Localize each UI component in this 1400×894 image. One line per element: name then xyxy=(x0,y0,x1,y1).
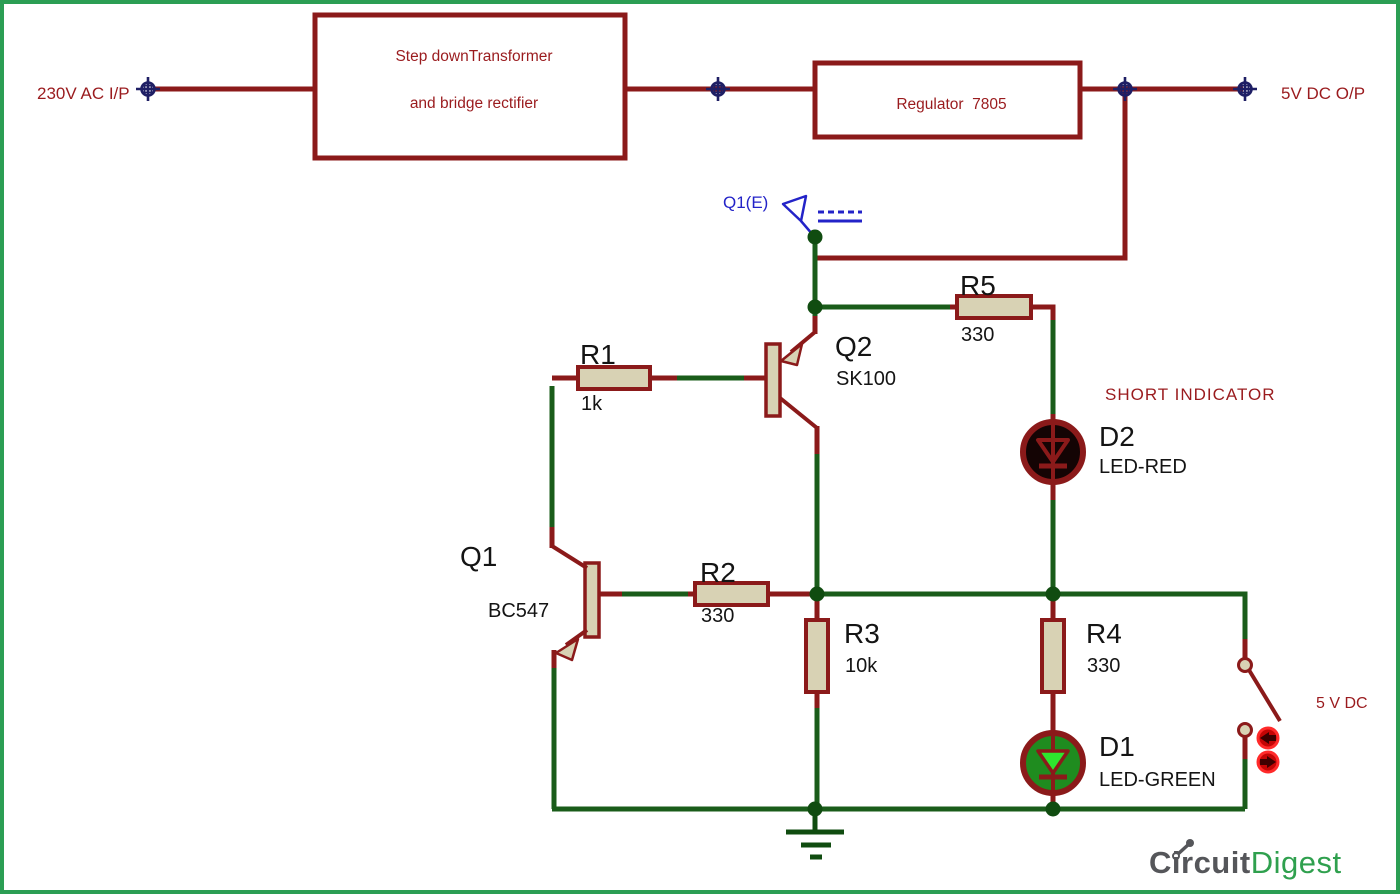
r4-ref-label: R4 xyxy=(1086,618,1122,649)
resistor-r4 xyxy=(1040,618,1066,694)
resistor-r2 xyxy=(693,581,770,607)
q2-emitter-arrow-icon xyxy=(779,342,804,367)
transistor-q2 xyxy=(764,330,819,430)
r3-value-label: 10k xyxy=(845,655,878,677)
r1-ref-label: R1 xyxy=(580,339,616,370)
r2-ref-label: R2 xyxy=(700,557,736,588)
ac-input-label: 230V AC I/P xyxy=(37,84,130,103)
regulator-block-box xyxy=(812,60,1083,140)
q2-ref-label: Q2 xyxy=(835,331,873,362)
resistor-r5 xyxy=(955,294,1033,320)
q2-value-label: SK100 xyxy=(836,368,897,390)
net-tag-q1e xyxy=(781,194,862,236)
component-stub-wires xyxy=(549,304,1248,807)
logo-word-circuit: Circuit xyxy=(1149,845,1251,880)
led-d1 xyxy=(1020,730,1086,796)
circuitdigest-logo: CircuitDigest xyxy=(1149,845,1342,881)
r1-value-label: 1k xyxy=(581,393,603,415)
net-label-q1e: Q1(E) xyxy=(723,193,769,212)
d1-value-label: LED-GREEN xyxy=(1099,769,1216,791)
transformer-block-box xyxy=(312,12,628,161)
terminal-icon-ac-input xyxy=(136,77,160,101)
switch-sw1 xyxy=(1237,657,1282,738)
led-d2 xyxy=(1020,419,1086,485)
regulator-block-label: Regulator 7805 xyxy=(896,96,1007,113)
q1-emitter-arrow-icon xyxy=(554,637,580,662)
logo-word-digest: Digest xyxy=(1250,845,1342,880)
arrow-left-icon xyxy=(1260,732,1276,744)
arrow-right-icon xyxy=(1260,756,1276,768)
d2-value-label: LED-RED xyxy=(1099,456,1187,478)
switch-toggle-down-button xyxy=(1256,750,1280,774)
r3-ref-label: R3 xyxy=(844,618,880,649)
transformer-block-label-line2: and bridge rectifier xyxy=(409,95,539,112)
transistor-q1 xyxy=(550,544,601,662)
q1-value-label: BC547 xyxy=(488,600,550,622)
terminal-icon-dc-output xyxy=(1233,77,1257,101)
terminal-icon-mid xyxy=(706,77,730,101)
r5-ref-label: R5 xyxy=(960,270,996,301)
d1-ref-label: D1 xyxy=(1099,731,1135,762)
logo-screwdriver-icon xyxy=(1172,839,1194,860)
dc-output-label: 5V DC O/P xyxy=(1281,84,1366,103)
resistor-r3 xyxy=(804,618,830,694)
transformer-block-label-line1: Step downTransformer xyxy=(395,48,553,65)
r4-value-label: 330 xyxy=(1087,655,1121,677)
d2-ref-label: D2 xyxy=(1099,421,1135,452)
signal-wires xyxy=(549,240,1248,812)
switch-toggle-up-button xyxy=(1256,726,1280,750)
terminal-icon-regulator-out xyxy=(1113,77,1137,101)
resistor-r1 xyxy=(576,365,652,391)
r2-value-label: 330 xyxy=(701,605,735,627)
wire-vcc-feed xyxy=(817,92,1128,261)
switch-supply-label: 5 V DC xyxy=(1316,695,1368,712)
junction-dots xyxy=(807,229,1061,817)
r5-value-label: 330 xyxy=(961,324,995,346)
q1-ref-label: Q1 xyxy=(460,541,498,572)
short-indicator-label: SHORT INDICATOR xyxy=(1105,385,1276,404)
